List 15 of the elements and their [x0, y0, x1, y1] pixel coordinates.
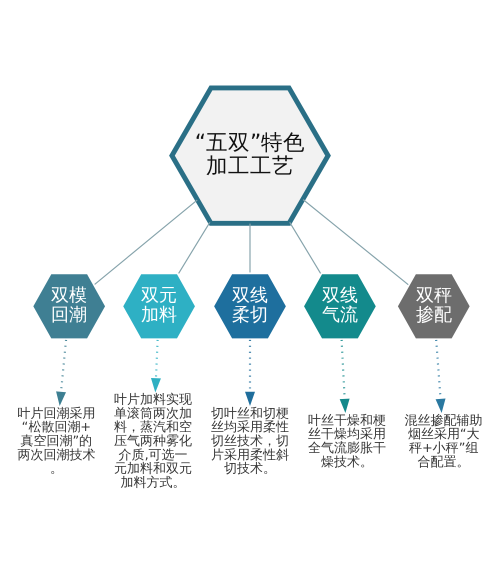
arrow — [340, 340, 350, 414]
connector — [178, 222, 210, 274]
node-text: 混丝掺配辅助烟丝采用“大秤+小秤”组合配置。 — [404, 413, 483, 470]
arrow — [245, 340, 255, 406]
node-text: 叶片回潮采用“松散回潮+真空回潮”的两次回潮技术。 — [17, 406, 96, 477]
arrow — [435, 340, 446, 414]
connector — [94, 200, 198, 285]
node-text: 切叶丝和切梗丝均采用柔性切丝技术，切片采用柔性斜切技术。 — [211, 406, 289, 477]
arrow — [56, 340, 68, 406]
node-text: 叶丝干燥和梗丝干燥均采用全气流膨胀干燥技术。 — [308, 413, 386, 470]
node-text: 叶片加料实现单滚筒两次加料，蒸汽和空压气两种雾化介质,可选一元加料和双元加料方式。 — [114, 392, 192, 491]
connector — [289, 222, 322, 274]
connector — [302, 199, 409, 286]
connector — [249, 224, 251, 272]
arrow — [150, 340, 161, 392]
